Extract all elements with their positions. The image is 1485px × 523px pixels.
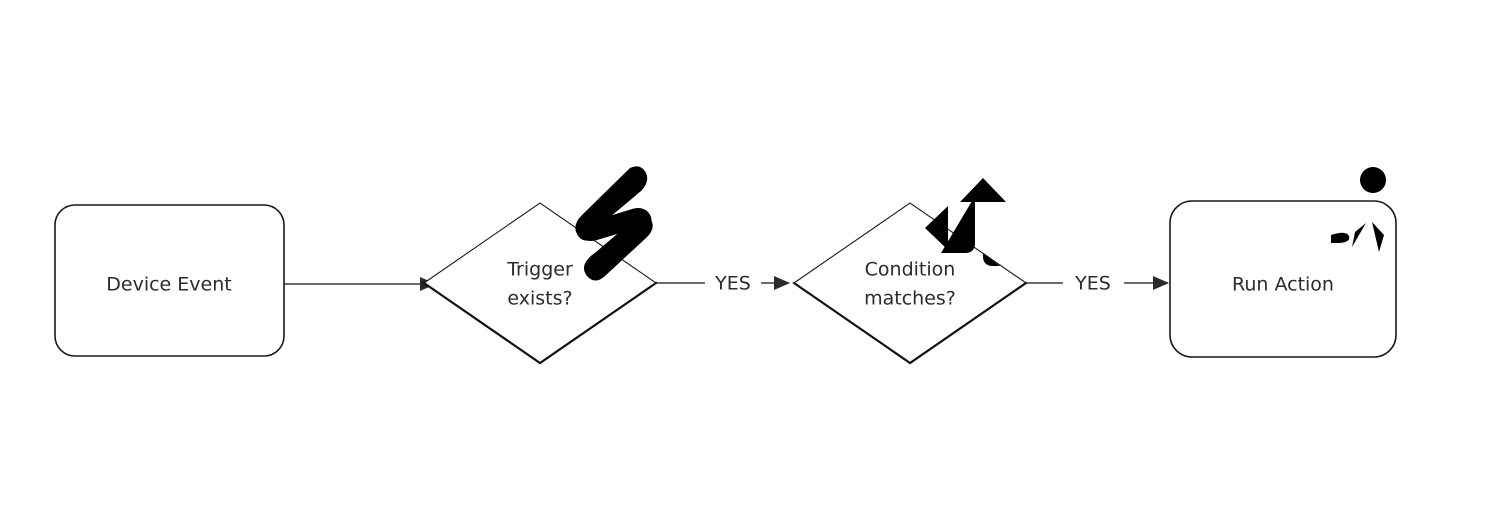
arrow-head-icon bbox=[1153, 276, 1169, 290]
edge-device-event-to-trigger bbox=[284, 277, 436, 291]
fork-left-arrowhead bbox=[925, 206, 948, 250]
fork-stem bbox=[941, 196, 975, 253]
node-border-bottom bbox=[422, 281, 658, 365]
runner-front-leg bbox=[1372, 222, 1384, 252]
node-border bbox=[1169, 200, 1397, 358]
edge-label-yes-2: YES bbox=[1074, 273, 1111, 295]
node-label-trigger-line1: Trigger bbox=[506, 259, 573, 281]
node-background bbox=[794, 203, 1026, 363]
edge-label-yes-1: YES bbox=[714, 273, 751, 295]
runner-motion-streak bbox=[1331, 232, 1350, 243]
fork-lower-hook bbox=[983, 253, 1000, 266]
node-trigger-exists[interactable]: Trigger exists? bbox=[422, 166, 658, 365]
node-label-condition-line1: Condition bbox=[865, 259, 956, 281]
arrow-head-icon bbox=[774, 276, 790, 290]
edge-trigger-to-condition: YES bbox=[657, 273, 790, 295]
node-label-condition-line2: matches? bbox=[864, 288, 956, 310]
node-background bbox=[55, 205, 284, 356]
node-label-device-event: Device Event bbox=[106, 274, 231, 296]
fork-up-arrowhead bbox=[960, 178, 1006, 202]
lightning-bolt-glyph-2 bbox=[575, 166, 653, 281]
lightning-bolt-icon bbox=[575, 166, 653, 281]
node-condition-matches[interactable]: Condition matches? bbox=[792, 178, 1028, 365]
node-border bbox=[54, 204, 285, 357]
runner-rear-leg bbox=[1352, 223, 1366, 247]
node-run-action[interactable]: Run Action bbox=[1169, 167, 1397, 358]
node-border-bottom bbox=[792, 281, 1028, 365]
node-device-event[interactable]: Device Event bbox=[54, 204, 285, 357]
edge-condition-to-run-action: YES bbox=[1027, 273, 1169, 295]
runner-head bbox=[1360, 167, 1386, 193]
node-label-trigger-line2: exists? bbox=[507, 288, 572, 310]
running-person-icon bbox=[1331, 167, 1397, 252]
node-label-run-action: Run Action bbox=[1232, 274, 1334, 296]
fork-arrow-icon bbox=[925, 178, 1006, 266]
